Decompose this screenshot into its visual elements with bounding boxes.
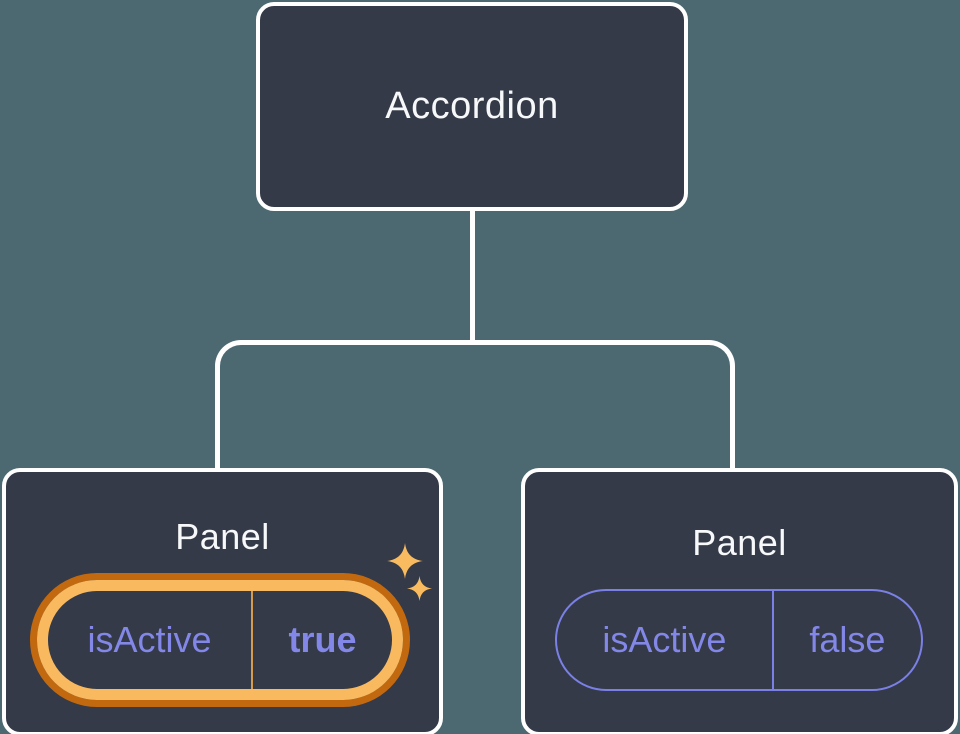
accordion-node: Accordion (256, 2, 688, 211)
sparkle-icon (407, 576, 432, 601)
connector-bracket (215, 340, 735, 470)
connector-stem (470, 209, 475, 345)
state-value: false (809, 619, 886, 660)
state-key: isActive (87, 619, 212, 660)
pill-divider (250, 591, 253, 689)
panel-node-label: Panel (692, 522, 787, 563)
accordion-node-label: Accordion (385, 85, 559, 127)
pill-divider (771, 591, 774, 689)
panel-node-inactive: Panel isActive false (521, 468, 958, 734)
panel-node-active: Panel isActive true (2, 468, 443, 734)
state-value: true (288, 619, 357, 660)
state-key: isActive (602, 619, 727, 660)
panel-node-label: Panel (175, 516, 270, 557)
state-pill-active: isActive true (37, 580, 403, 700)
sparkle-icon (387, 543, 423, 579)
state-pill-inactive: isActive false (555, 589, 923, 691)
